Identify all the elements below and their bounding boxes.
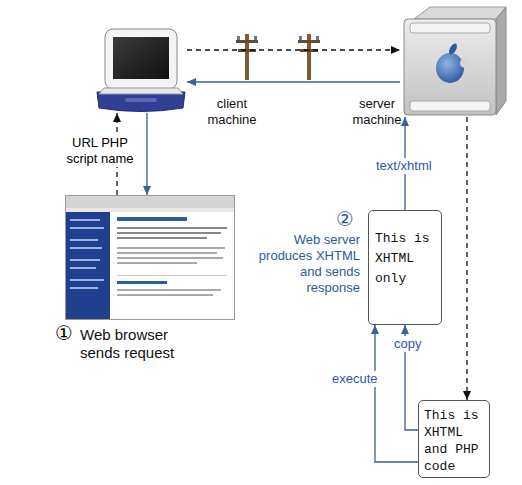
illustration-part — [117, 247, 225, 249]
illustration-part — [117, 262, 197, 264]
client-machine: client machine — [95, 28, 187, 113]
telephone-pole — [298, 34, 320, 80]
step-caption: Web browser sends request — [80, 326, 192, 362]
illustration-part — [105, 29, 177, 89]
illustration-part — [117, 252, 217, 254]
step-caption: Web server produces XHTML and sends resp… — [258, 232, 360, 296]
illustration-part — [410, 23, 490, 33]
illustration-part — [117, 294, 213, 296]
illustration-part — [117, 217, 187, 221]
illustration-part — [117, 227, 227, 229]
illustration-part — [70, 227, 104, 229]
illustration-part — [117, 275, 227, 276]
response-arrow — [187, 81, 400, 82]
telephone-pole — [236, 34, 258, 80]
illustration-part — [237, 36, 240, 40]
edge-label: URL PHP script name — [64, 135, 136, 167]
illustration-part — [70, 239, 98, 241]
illustration-part — [97, 92, 185, 112]
server-machine: server machine — [400, 5, 510, 117]
illustration-part — [414, 7, 506, 19]
illustration-part — [238, 49, 256, 52]
request-arrow — [466, 117, 467, 400]
illustration-part — [66, 196, 234, 208]
illustration-part — [70, 219, 100, 221]
illustration-part — [66, 196, 235, 320]
request-arrow — [187, 49, 400, 50]
illustration-part — [236, 40, 258, 43]
illustration-part — [66, 208, 234, 212]
illustration-part — [113, 37, 169, 79]
illustration-part — [298, 40, 320, 43]
code-text: This is XHTML only — [375, 229, 437, 289]
illustration-part — [404, 19, 496, 115]
illustration-part — [254, 36, 257, 40]
illustration-part — [460, 58, 470, 68]
illustration-part — [436, 53, 464, 83]
callout-number: ② — [336, 208, 360, 230]
callout-number: ① — [55, 322, 79, 344]
illustration-part — [117, 289, 221, 291]
illustration-part — [125, 98, 157, 102]
illustration-part — [99, 88, 183, 94]
illustration-part — [117, 237, 207, 239]
server-illustration — [400, 5, 510, 117]
illustration-part — [117, 257, 223, 259]
machine-caption: server machine — [350, 96, 404, 128]
edge-label: execute — [332, 371, 382, 387]
illustration-part — [70, 279, 104, 281]
php-source-box: This is XHTML and PHP code — [418, 400, 490, 478]
edge-label: text/xhtml — [376, 158, 440, 174]
illustration-part — [299, 36, 302, 40]
illustration-part — [117, 232, 221, 234]
web-browser: Web browser sends request — [65, 195, 235, 320]
illustration-part — [447, 42, 458, 55]
illustration-part — [410, 101, 490, 111]
code-text: This is XHTML and PHP code — [424, 407, 486, 475]
illustration-part — [496, 7, 506, 115]
illustration-part — [70, 287, 98, 289]
illustration-part — [117, 281, 167, 284]
illustration-part — [70, 267, 96, 269]
illustration-part — [70, 259, 100, 261]
response-arrow — [146, 113, 147, 195]
illustration-part — [300, 49, 318, 52]
xhtml-output-box: This is XHTML only — [368, 210, 442, 325]
laptop-illustration — [95, 28, 187, 113]
edge-label: copy — [394, 336, 428, 352]
illustration-part — [70, 247, 102, 249]
browser-screenshot — [65, 195, 235, 320]
machine-caption: client machine — [205, 96, 259, 128]
illustration-part — [316, 36, 319, 40]
illustration-part — [66, 212, 110, 319]
